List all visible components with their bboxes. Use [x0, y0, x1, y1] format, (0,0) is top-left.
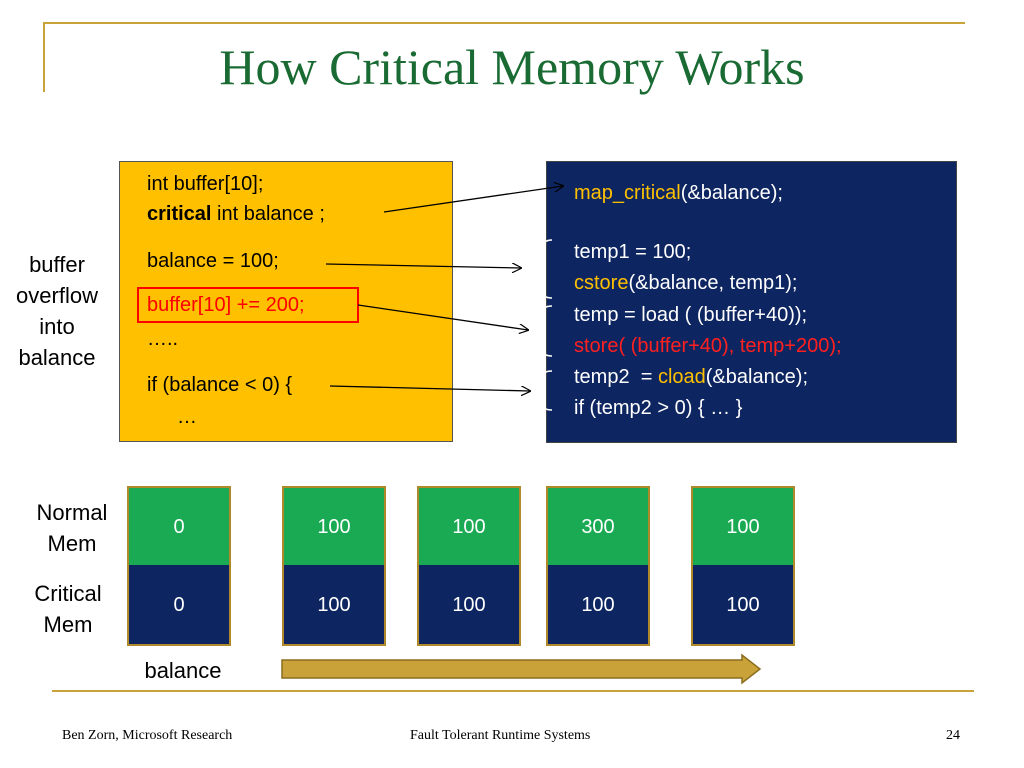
- cload-fn: cload: [657, 366, 706, 388]
- cstore-args: (&balance, temp1);: [628, 272, 798, 294]
- dst-line-load: temp = load ( (buffer+40));: [574, 304, 808, 326]
- footer-course: Fault Tolerant Runtime Systems: [410, 728, 591, 743]
- mapping-arrow: [325, 264, 521, 268]
- normal-mem-cell: 300: [546, 486, 650, 565]
- src-line-4: buffer[10] += 200;: [147, 294, 305, 316]
- source-code-box: [119, 161, 453, 442]
- map-critical-args: (&balance);: [680, 182, 783, 204]
- temp2-prefix: temp2 =: [574, 366, 658, 388]
- dst-line-temp2: temp2 = cload(&balance);: [574, 366, 808, 389]
- mapping-arrow: [357, 304, 528, 330]
- src-line-3: balance = 100;: [147, 250, 279, 272]
- critical-keyword: critical: [147, 203, 212, 225]
- map-critical-fn: map_critical: [574, 182, 681, 204]
- src-line-2-rest: int balance ;: [211, 203, 325, 225]
- buffer-overflow-label: buffer overflow into balance: [2, 249, 112, 373]
- label-line: into: [39, 314, 75, 339]
- dst-line-map: map_critical(&balance);: [574, 182, 783, 205]
- src-line-7: …: [177, 406, 197, 428]
- slide-title: How Critical Memory Works: [219, 39, 805, 95]
- mapping-arrow: [329, 385, 530, 391]
- src-line-1: int buffer[10];: [147, 173, 264, 195]
- normal-mem-label: Normal Mem: [18, 497, 126, 559]
- dst-line-temp1: temp1 = 100;: [574, 241, 692, 263]
- critical-mem-cell: 0: [127, 565, 231, 646]
- frame-bottom-line: [52, 690, 974, 692]
- normal-mem-cell: 100: [417, 486, 521, 565]
- bracket-store: [534, 239, 553, 299]
- critical-mem-cell: 100: [417, 565, 521, 646]
- label-line: Mem: [43, 612, 93, 637]
- dst-line-store: store( (buffer+40), temp+200);: [574, 335, 842, 357]
- critical-mem-label: Critical Mem: [14, 578, 122, 640]
- normal-mem-cell: 0: [127, 486, 231, 565]
- transformed-code-box: [546, 161, 957, 443]
- time-progress-arrow: [281, 653, 762, 685]
- label-line: Mem: [47, 531, 97, 556]
- label-line: Critical: [34, 581, 102, 606]
- balance-label: balance: [144, 658, 222, 683]
- src-line-6: if (balance < 0) {: [147, 374, 293, 396]
- normal-mem-cell: 100: [691, 486, 795, 565]
- page-number: 24: [946, 728, 960, 743]
- critical-mem-cell: 100: [282, 565, 386, 646]
- dst-line-cstore: cstore(&balance, temp1);: [574, 272, 797, 295]
- normal-mem-cell: 100: [282, 486, 386, 565]
- cstore-fn: cstore: [574, 272, 629, 294]
- bracket-overflow: [534, 305, 553, 357]
- src-line-5: …..: [147, 328, 179, 350]
- footer-author: Ben Zorn, Microsoft Research: [62, 728, 233, 743]
- mapping-arrow: [383, 186, 563, 213]
- cload-args: (&balance);: [705, 366, 809, 388]
- label-line: balance: [18, 345, 96, 370]
- bracket-load: [534, 370, 553, 411]
- dst-line-if: if (temp2 > 0) { … }: [574, 397, 743, 419]
- critical-mem-cell: 100: [691, 565, 795, 646]
- label-line: Normal: [36, 500, 108, 525]
- critical-mem-cell: 100: [546, 565, 650, 646]
- label-line: overflow: [16, 283, 98, 308]
- frame-top-line: [43, 22, 965, 24]
- src-line-2: critical int balance ;: [147, 203, 325, 226]
- label-line: buffer: [29, 252, 85, 277]
- frame-vertical-line: [43, 22, 45, 92]
